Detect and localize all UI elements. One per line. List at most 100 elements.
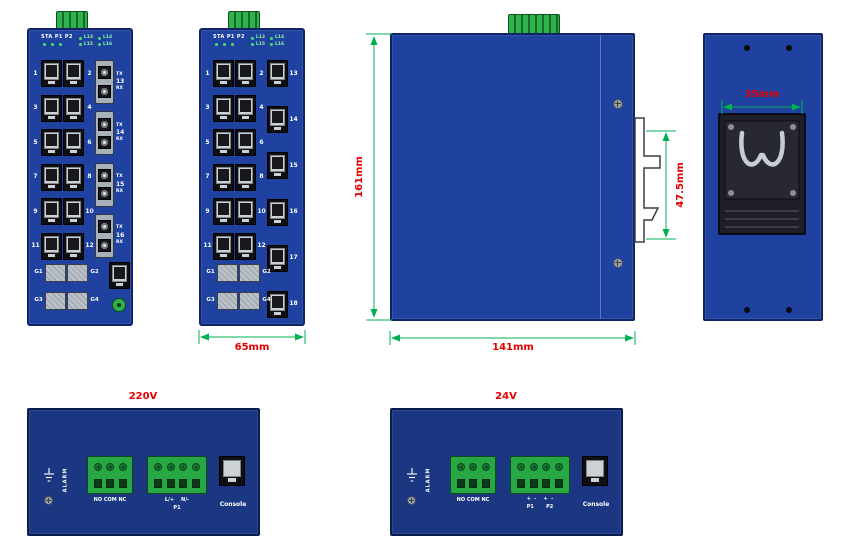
relay-terminal bbox=[87, 456, 133, 494]
port-number: 13 bbox=[289, 69, 298, 77]
rj45-tab bbox=[70, 115, 77, 119]
port-number: 3 bbox=[205, 104, 210, 112]
terminal-hole-row bbox=[512, 475, 568, 491]
fiber-rx-slot bbox=[98, 135, 111, 149]
rj45-slot bbox=[240, 203, 251, 216]
dim-depth-label: 141mm bbox=[492, 342, 534, 353]
sfp-label: G4 bbox=[90, 297, 99, 304]
rj45-port bbox=[41, 129, 62, 157]
terminal-screw bbox=[456, 463, 465, 471]
screw-hole bbox=[786, 45, 792, 51]
rj45-port bbox=[235, 94, 256, 122]
terminal-hole bbox=[555, 478, 564, 488]
rj45-slot bbox=[68, 203, 79, 216]
port-number: 11 bbox=[203, 242, 212, 250]
terminal-hole bbox=[529, 478, 538, 488]
sfp-label: G2 bbox=[262, 269, 271, 276]
sfp-cage bbox=[67, 264, 88, 282]
rj45-slot bbox=[46, 99, 57, 112]
terminal-screw bbox=[179, 463, 188, 471]
rj45-port bbox=[213, 60, 234, 87]
rj45-tab bbox=[48, 115, 55, 119]
status-leds bbox=[213, 43, 245, 46]
rj45-slot bbox=[240, 99, 251, 112]
rj45-port bbox=[235, 129, 256, 157]
rj45-tab bbox=[70, 150, 77, 154]
rj45-slot bbox=[240, 65, 251, 77]
rj45-tab bbox=[274, 265, 281, 269]
sfp-label: G1 bbox=[206, 269, 215, 276]
port-number: 6 bbox=[259, 138, 264, 146]
mounting-screw bbox=[613, 258, 623, 268]
terminal-hole bbox=[166, 478, 175, 488]
sfp-cage bbox=[67, 292, 88, 310]
rj45-slot bbox=[218, 203, 229, 216]
terminal-hole bbox=[153, 478, 162, 488]
port-number: 13 bbox=[116, 78, 125, 85]
tx-label: TX bbox=[116, 174, 123, 180]
rj45-port bbox=[213, 232, 234, 260]
relay-terminal-label: NO COM NC bbox=[93, 497, 127, 503]
alarm-label: ALARM bbox=[62, 467, 69, 493]
rj45-port bbox=[213, 198, 234, 226]
rj45-slot bbox=[46, 237, 57, 250]
rj45-slot bbox=[46, 168, 57, 181]
rj45-port bbox=[267, 198, 288, 226]
rj45-slot bbox=[68, 168, 79, 181]
copper-port-row: 16 bbox=[267, 198, 298, 226]
terminal-screw bbox=[529, 463, 538, 471]
port-number: 15 bbox=[116, 180, 125, 188]
rx-label: RX bbox=[116, 188, 123, 194]
mounting-screw bbox=[613, 99, 623, 109]
terminal-screw-row bbox=[149, 459, 205, 475]
link-led: L13 bbox=[250, 35, 265, 41]
port-number: 12 bbox=[85, 242, 94, 250]
rj45-tab bbox=[242, 219, 249, 223]
screw-hole bbox=[744, 45, 750, 51]
rj45-slot bbox=[46, 203, 57, 216]
rj45-port bbox=[213, 129, 234, 157]
power-terminal-label-2: P1 P2 bbox=[526, 504, 554, 510]
rj45-slot bbox=[46, 134, 57, 147]
rj45-port bbox=[267, 60, 288, 87]
rj45-slot bbox=[114, 267, 125, 279]
rj45-slot bbox=[46, 65, 57, 77]
rj45-slot bbox=[68, 99, 79, 112]
tx-label: TX bbox=[116, 71, 123, 77]
port-number: 5 bbox=[205, 138, 210, 146]
rj45-port bbox=[41, 163, 62, 191]
dim-clip-label: 47.5mm bbox=[675, 162, 686, 208]
port-number: 12 bbox=[257, 242, 266, 250]
rj45-tab bbox=[70, 81, 77, 84]
terminal-hole bbox=[481, 478, 490, 488]
port-number: 9 bbox=[205, 207, 210, 215]
rj45-tab bbox=[242, 115, 249, 119]
rj45-slot bbox=[272, 203, 283, 216]
title-24v: 24V bbox=[495, 391, 517, 402]
rj45-tab bbox=[70, 253, 77, 257]
power-terminal-label-1: L/+ N/- bbox=[164, 497, 190, 503]
link-led: L15 bbox=[250, 42, 265, 48]
copper-port-row: 14 bbox=[267, 106, 298, 134]
sfp-cage bbox=[239, 264, 260, 282]
led-indicator bbox=[98, 36, 102, 40]
terminal-screw-row bbox=[452, 459, 494, 475]
